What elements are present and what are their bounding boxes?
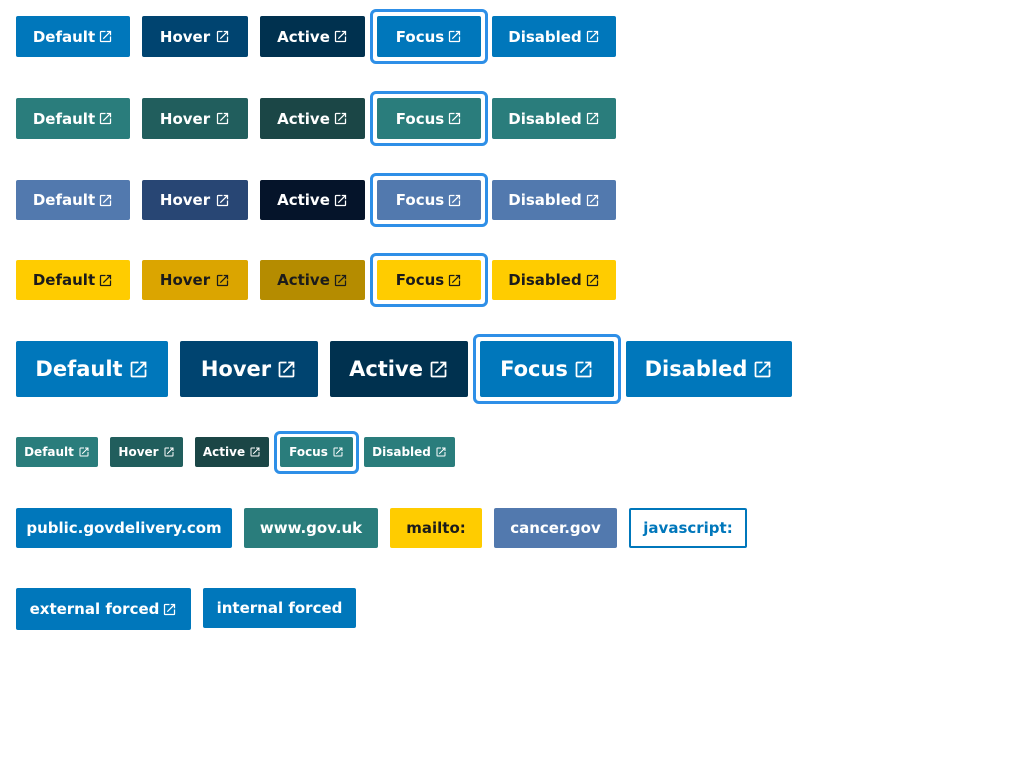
external-link-icon xyxy=(585,111,600,126)
yellow-default-button[interactable]: Default xyxy=(16,260,130,300)
external-link-icon xyxy=(249,446,261,458)
small-disabled-button: Disabled xyxy=(364,437,455,467)
yellow-focus-button[interactable]: Focus xyxy=(377,260,481,300)
large-default-button[interactable]: Default xyxy=(16,341,168,397)
teal-disabled-button: Disabled xyxy=(492,98,616,139)
external-link-icon xyxy=(332,446,344,458)
external-link-icon xyxy=(447,111,462,126)
small-hover-button[interactable]: Hover xyxy=(110,437,183,467)
external-link-icon xyxy=(162,602,177,617)
external-link-icon xyxy=(573,359,594,380)
blue-disabled-button: Disabled xyxy=(492,16,616,57)
external-link-icon xyxy=(276,359,297,380)
external-link-icon xyxy=(435,446,447,458)
external-link-icon xyxy=(752,359,773,380)
external-link-icon xyxy=(98,193,113,208)
teal-active-button[interactable]: Active xyxy=(260,98,365,139)
large-disabled-button: Disabled xyxy=(626,341,792,397)
small-default-button[interactable]: Default xyxy=(16,437,98,467)
external-link-icon xyxy=(333,111,348,126)
yellow-active-button[interactable]: Active xyxy=(260,260,365,300)
external-link-icon xyxy=(585,29,600,44)
yellow-disabled-button: Disabled xyxy=(492,260,616,300)
teal-hover-button[interactable]: Hover xyxy=(142,98,248,139)
external-link-icon xyxy=(215,29,230,44)
external-link-icon xyxy=(428,359,449,380)
blue-hover-button[interactable]: Hover xyxy=(142,16,248,57)
teal-focus-button[interactable]: Focus xyxy=(377,98,481,139)
small-active-button[interactable]: Active xyxy=(195,437,269,467)
slate-hover-button[interactable]: Hover xyxy=(142,180,248,220)
external-link-icon xyxy=(215,111,230,126)
external-link-icon xyxy=(333,29,348,44)
external-link-icon xyxy=(447,29,462,44)
slate-disabled-button: Disabled xyxy=(492,180,616,220)
external-link-icon xyxy=(447,193,462,208)
large-focus-button[interactable]: Focus xyxy=(480,341,614,397)
blue-focus-button[interactable]: Focus xyxy=(377,16,481,57)
yellow-hover-button[interactable]: Hover xyxy=(142,260,248,300)
teal-default-button[interactable]: Default xyxy=(16,98,130,139)
large-active-button[interactable]: Active xyxy=(330,341,468,397)
external-link-icon xyxy=(98,111,113,126)
external-link-icon xyxy=(215,193,230,208)
blue-active-button[interactable]: Active xyxy=(260,16,365,57)
external-link-icon xyxy=(98,29,113,44)
govuk-link-button[interactable]: www.gov.uk xyxy=(244,508,378,548)
blue-default-button[interactable]: Default xyxy=(16,16,130,57)
slate-active-button[interactable]: Active xyxy=(260,180,365,220)
external-link-icon xyxy=(128,359,149,380)
javascript-link-button[interactable]: javascript: xyxy=(629,508,747,548)
external-link-icon xyxy=(163,446,175,458)
external-link-icon xyxy=(215,273,230,288)
large-hover-button[interactable]: Hover xyxy=(180,341,318,397)
cancer-gov-link-button[interactable]: cancer.gov xyxy=(494,508,617,548)
external-link-icon xyxy=(585,193,600,208)
external-link-icon xyxy=(447,273,462,288)
external-link-icon xyxy=(333,193,348,208)
external-link-icon xyxy=(333,273,348,288)
small-focus-button[interactable]: Focus xyxy=(280,437,353,467)
internal-forced-button[interactable]: internal forced xyxy=(203,588,356,628)
external-link-icon xyxy=(585,273,600,288)
govdelivery-link-button[interactable]: public.govdelivery.com xyxy=(16,508,232,548)
external-link-icon xyxy=(98,273,113,288)
external-link-icon xyxy=(78,446,90,458)
external-forced-button[interactable]: external forced xyxy=(16,588,191,630)
slate-default-button[interactable]: Default xyxy=(16,180,130,220)
slate-focus-button[interactable]: Focus xyxy=(377,180,481,220)
mailto-link-button[interactable]: mailto: xyxy=(390,508,482,548)
